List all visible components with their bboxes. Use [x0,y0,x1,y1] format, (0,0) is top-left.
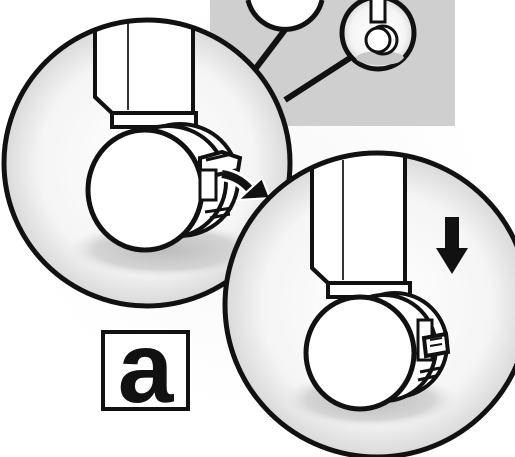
press-down-arrow-icon [436,217,468,274]
caster-wheel-icon [339,0,417,72]
caster-wheel-icon [85,127,205,253]
caster-wheel-icon [303,294,417,412]
connector-line [283,55,352,103]
overview-circle-small [245,0,325,32]
overview-inset [210,0,455,126]
brake-pedal-icon [416,318,451,382]
detail-circle-brake-down [222,150,515,457]
push-arrow-icon [220,167,272,202]
step-label-box: a [101,318,190,418]
step-label: a [117,312,174,424]
detail-circle-brake-push [1,17,293,309]
